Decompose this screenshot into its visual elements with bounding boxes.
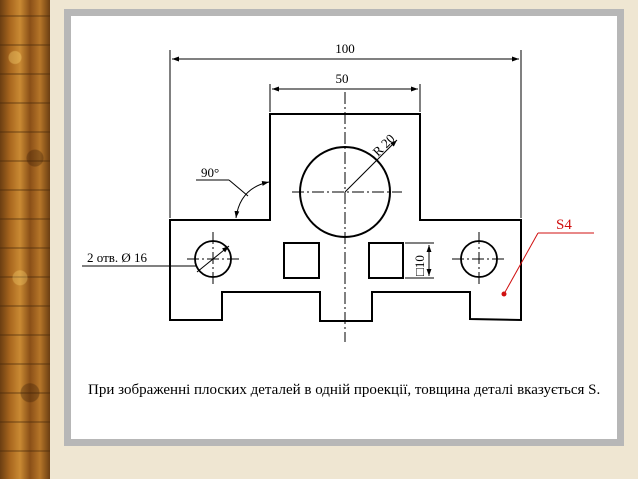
- caption-text: При зображенні плоских деталей в одній п…: [88, 382, 601, 398]
- angle-arc: [234, 181, 270, 219]
- dimension-50-label: 50: [336, 71, 349, 86]
- angle-leader-tail: [228, 179, 249, 197]
- angle-label: 90°: [201, 165, 219, 180]
- holes-leader-diag: [196, 245, 230, 273]
- center-lines: [187, 92, 506, 342]
- surface-point: [501, 291, 507, 297]
- left-square: [283, 242, 320, 279]
- decorative-wood-strip: [0, 0, 50, 479]
- slide-panel: [64, 9, 624, 446]
- dimension-100-label: 100: [335, 41, 355, 56]
- part-outline: [169, 113, 522, 322]
- surface-leader: [503, 232, 539, 295]
- holes-note: 2 отв. Ø 16: [87, 250, 148, 265]
- radius-leader: [344, 139, 398, 193]
- right-square: [368, 242, 404, 279]
- square-dimension-label: □10: [412, 255, 427, 276]
- radius-label: R 20: [370, 131, 398, 159]
- surface-label: S4: [556, 217, 572, 233]
- dimension-100: [169, 50, 522, 218]
- dimension-50: [269, 84, 421, 112]
- square-dimension: [405, 242, 434, 279]
